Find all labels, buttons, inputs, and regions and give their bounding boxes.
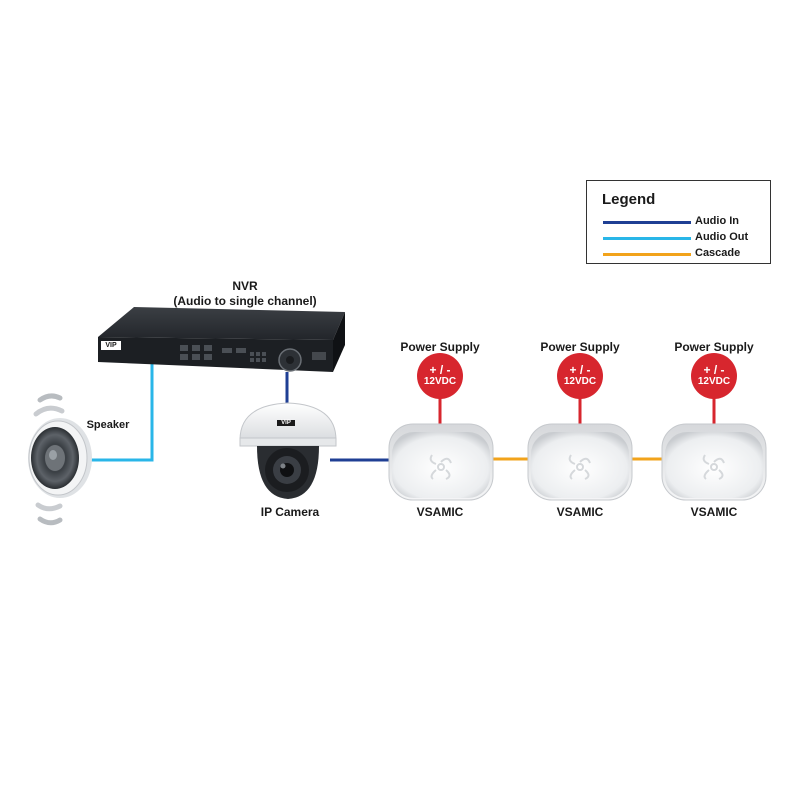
legend-item-cascade: Cascade <box>603 247 763 261</box>
legend: Legend Audio In Audio Out Cascade <box>586 180 771 264</box>
audio-out-cable <box>88 364 154 462</box>
legend-swatch-cascade <box>603 253 691 256</box>
camera-label: IP Camera <box>260 505 320 519</box>
polarity-1: + / - <box>429 363 451 377</box>
power-badge-text-1: + / - 12VDC <box>415 363 465 387</box>
power-badge-text-2: + / - 12VDC <box>555 363 605 387</box>
power-supply-label-2: Power Supply <box>540 340 620 354</box>
vsamic-2 <box>527 423 633 501</box>
vsamic-label-2: VSAMIC <box>556 505 604 519</box>
power-supply-label-1: Power Supply <box>400 340 480 354</box>
legend-label-audio-out: Audio Out <box>695 231 749 243</box>
vsamic-1 <box>388 423 494 501</box>
speaker-label: Speaker <box>86 419 130 431</box>
camera-brand-label: VIP <box>281 420 291 426</box>
polarity-3: + / - <box>703 363 725 377</box>
nvr-title: NVR <box>232 279 258 293</box>
power-badge-2 <box>557 353 603 399</box>
polarity-2: + / - <box>569 363 591 377</box>
vsamic-label-1: VSAMIC <box>416 505 464 519</box>
nvr-device <box>98 307 345 372</box>
camera-brand-mark <box>277 420 295 426</box>
voltage-3: 12VDC <box>697 376 731 387</box>
power-badge-1 <box>417 353 463 399</box>
legend-item-audio-in: Audio In <box>603 215 763 229</box>
voltage-2: 12VDC <box>563 376 597 387</box>
legend-item-audio-out: Audio Out <box>603 231 763 245</box>
nvr-brand-mark <box>101 341 121 350</box>
speaker-device <box>28 393 92 526</box>
nvr-subtitle: (Audio to single channel) <box>173 294 317 308</box>
voltage-1: 12VDC <box>423 376 457 387</box>
legend-swatch-audio-out <box>603 237 691 240</box>
vsamic-label-3: VSAMIC <box>690 505 738 519</box>
vsamic-3 <box>661 423 767 501</box>
legend-label-audio-in: Audio In <box>695 215 739 227</box>
power-badge-3 <box>691 353 737 399</box>
legend-title: Legend <box>602 191 656 208</box>
legend-label-cascade: Cascade <box>695 247 741 259</box>
legend-swatch-audio-in <box>603 221 691 224</box>
power-supply-label-3: Power Supply <box>674 340 754 354</box>
power-badge-text-3: + / - 12VDC <box>689 363 739 387</box>
nvr-brand-label: VIP <box>105 342 117 349</box>
ip-camera-device <box>239 402 337 499</box>
